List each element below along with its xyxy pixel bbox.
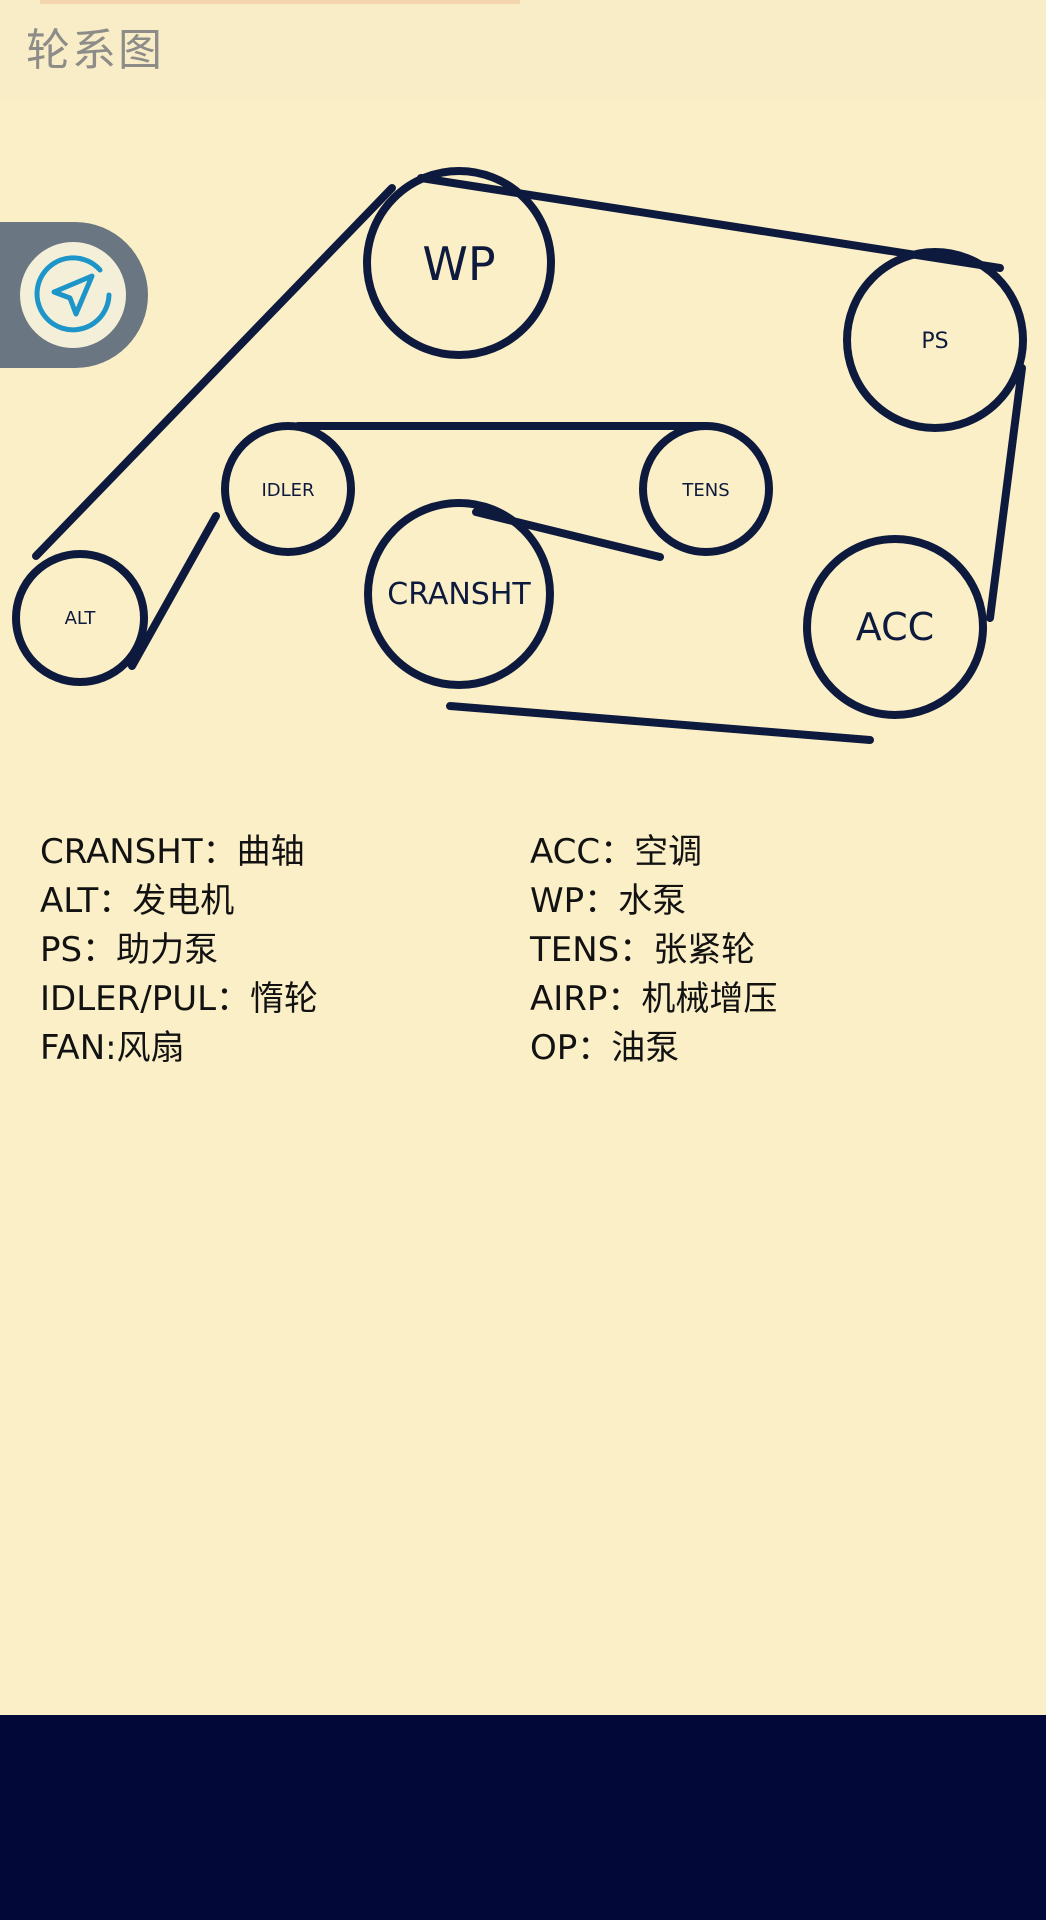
pulley-label-tens: TENS <box>681 480 729 501</box>
pulley-acc <box>803 535 987 719</box>
pulley-alt <box>12 550 148 686</box>
legend-item-ps: PS：助力泵 <box>40 930 219 970</box>
legend-item-airp: AIRP：机械增压 <box>530 979 778 1019</box>
pulley-wp <box>363 167 555 359</box>
legend-item-tens: TENS：张紧轮 <box>530 930 756 970</box>
belt-segment-ps-acc <box>986 364 1026 622</box>
header-accent-line <box>40 0 520 4</box>
legend-item-alt: ALT：发电机 <box>40 881 235 921</box>
belt-segment-acc-crank <box>446 702 874 744</box>
navigation-button[interactable] <box>0 222 148 368</box>
page-title: 轮系图 <box>26 25 164 76</box>
navigation-arrow-icon <box>34 255 112 333</box>
pulley-ps <box>843 248 1027 432</box>
pulley-label-acc: ACC <box>856 605 934 649</box>
header-bar: 轮系图 <box>0 0 1046 100</box>
pulley-cranshaft <box>364 499 554 689</box>
legend-item-cranshaft: CRANSHT：曲轴 <box>40 832 305 872</box>
bottom-bar <box>0 1715 1046 1920</box>
pulley-label-idler: IDLER <box>261 480 314 501</box>
pulley-tens <box>639 422 773 556</box>
pulley-label-cranshaft: CRANSHT <box>387 577 531 612</box>
pulley-idler <box>221 422 355 556</box>
belt-routing-diagram: WP PS IDLER TENS CRANSHT ACC ALT <box>12 167 1027 744</box>
pulley-label-wp: WP <box>422 237 495 291</box>
legend-item-fan: FAN:风扇 <box>40 1028 185 1068</box>
pulley-label-alt: ALT <box>65 608 97 629</box>
legend-item-op: OP：油泵 <box>530 1028 680 1068</box>
legend-item-wp: WP：水泵 <box>530 881 687 921</box>
belt-segment-idler-alt <box>128 512 220 670</box>
pulley-label-ps: PS <box>921 329 948 354</box>
legend-item-acc: ACC：空调 <box>530 832 703 872</box>
belt-segment-alt-wp <box>32 184 396 560</box>
legend-item-idler: IDLER/PUL：惰轮 <box>40 979 319 1019</box>
